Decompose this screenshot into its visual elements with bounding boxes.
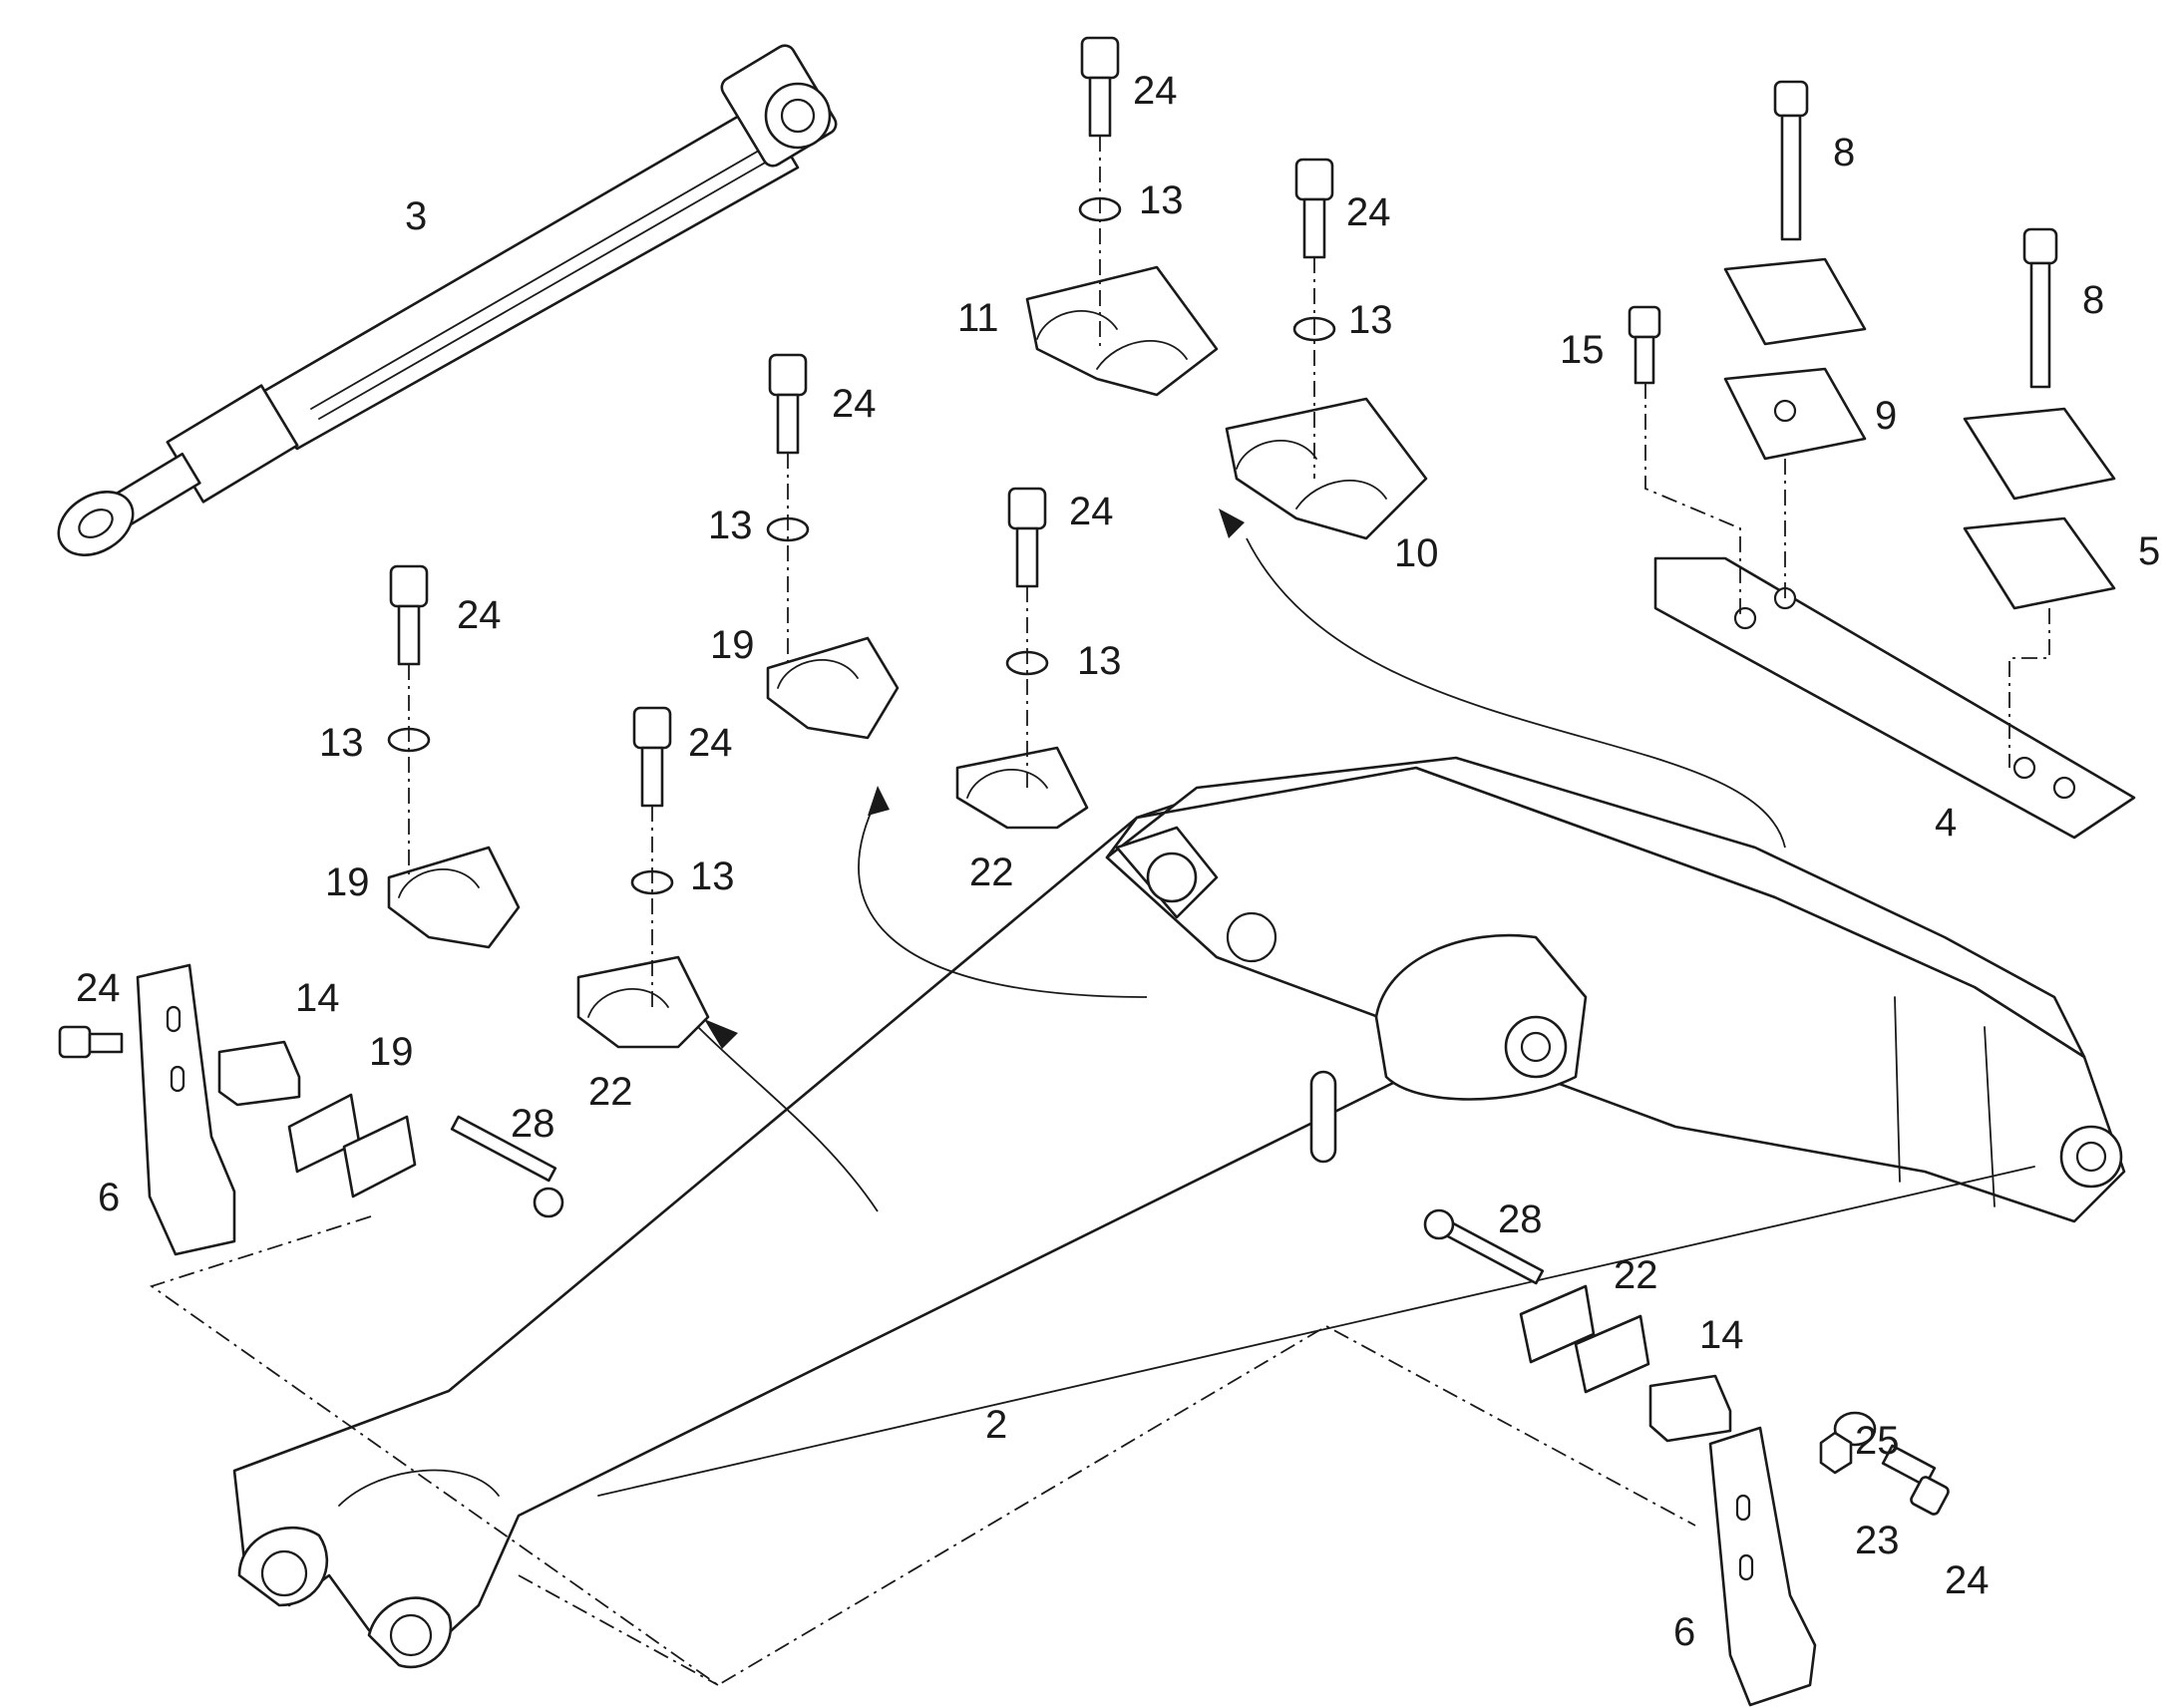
boom	[232, 756, 2126, 1669]
hydraulic-cylinder	[57, 44, 838, 556]
clip-22-lower	[1519, 1284, 1650, 1394]
callout-22: 22	[1614, 1253, 1658, 1297]
callout-25: 25	[1855, 1419, 1900, 1463]
screw-24-mid	[768, 353, 808, 455]
spacer-14-left	[217, 1040, 301, 1107]
clamp-19-mid	[766, 636, 900, 740]
screw-24-lower-left	[58, 1025, 124, 1059]
callout-23: 23	[1855, 1519, 1900, 1562]
callout-10: 10	[1394, 531, 1439, 575]
callout-labels: 3 24 13 11 24 13 10 8 8 15 9 5 4 24 13 1…	[76, 69, 2160, 1654]
screw-15	[1628, 305, 1661, 385]
callout-24: 24	[76, 966, 121, 1010]
clamp-11	[1025, 265, 1219, 397]
callout-11: 11	[957, 296, 999, 340]
callout-24: 24	[1069, 490, 1114, 533]
clamp-22-mid	[955, 746, 1089, 830]
callout-9: 9	[1875, 394, 1897, 438]
callout-28: 28	[1498, 1197, 1543, 1241]
clamp-10	[1225, 397, 1428, 540]
callout-19: 19	[325, 860, 370, 904]
callout-24: 24	[688, 721, 733, 765]
callout-24: 24	[1346, 190, 1391, 234]
screw-8-b	[2022, 227, 2058, 389]
screw-24-left-lower	[632, 706, 672, 808]
bracket-6-left	[136, 963, 236, 1256]
callout-28: 28	[511, 1102, 555, 1146]
callout-2: 2	[985, 1403, 1007, 1447]
clamp-19-left	[387, 846, 521, 949]
mounting-plate-4	[1653, 556, 2136, 840]
callout-24: 24	[1945, 1558, 1990, 1602]
callout-19: 19	[710, 623, 755, 667]
callout-24: 24	[457, 593, 502, 637]
assembly-lines	[149, 136, 2050, 1687]
callout-15: 15	[1560, 328, 1605, 372]
callout-13: 13	[319, 721, 364, 765]
spacer-14-right	[1648, 1374, 1732, 1443]
callout-8: 8	[2082, 278, 2104, 322]
callout-24: 24	[832, 382, 877, 426]
screw-24-top-right	[1294, 158, 1334, 259]
screw-8-a	[1773, 80, 1809, 241]
clip-19-lower	[287, 1093, 417, 1198]
callout-24: 24	[1133, 69, 1178, 113]
callout-3: 3	[405, 194, 427, 238]
callout-19: 19	[369, 1030, 414, 1074]
routing-arrows	[697, 509, 1786, 1212]
callout-13: 13	[1139, 178, 1184, 222]
clamp-block-5	[1963, 407, 2116, 610]
callout-22: 22	[588, 1070, 633, 1114]
screw-24-center	[1007, 487, 1047, 588]
bolt-28-left	[450, 1115, 564, 1218]
bolt-28-right	[1423, 1208, 1545, 1285]
screw-24-top-mid	[1080, 36, 1120, 138]
callout-14: 14	[295, 976, 340, 1020]
clamp-22-left	[576, 955, 710, 1049]
callout-13: 13	[1077, 639, 1122, 683]
callout-14: 14	[1699, 1313, 1744, 1357]
bracket-6-right	[1708, 1426, 1817, 1707]
callout-22: 22	[969, 851, 1014, 894]
screw-24-lower-right	[1881, 1444, 1950, 1516]
callout-13: 13	[708, 504, 753, 547]
callout-5: 5	[2138, 529, 2160, 573]
callout-13: 13	[1348, 298, 1393, 342]
screw-24-left	[389, 564, 429, 666]
callout-6: 6	[98, 1176, 120, 1219]
callout-8: 8	[1833, 131, 1855, 174]
callout-6: 6	[1673, 1610, 1695, 1654]
nut-25	[1819, 1431, 1853, 1475]
callout-4: 4	[1935, 801, 1957, 845]
callout-13: 13	[690, 854, 735, 898]
clamp-block-8-9	[1723, 257, 1867, 461]
